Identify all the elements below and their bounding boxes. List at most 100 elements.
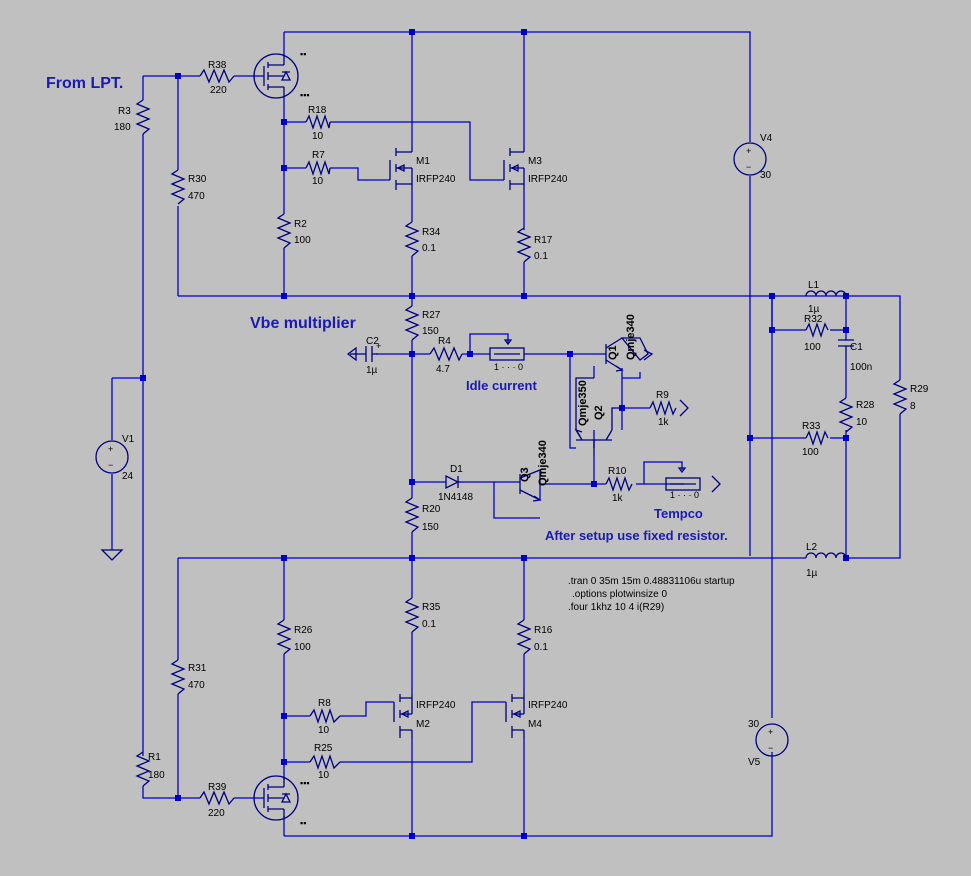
resistor-r17 xyxy=(516,227,532,263)
r35-name: R35 xyxy=(422,602,441,613)
r28-value: 10 xyxy=(856,417,868,428)
tempco-label: Tempco xyxy=(654,506,703,521)
r7-value: 10 xyxy=(312,176,324,187)
r30-name: R30 xyxy=(188,174,207,185)
r10-name: R10 xyxy=(608,466,627,477)
r31-value: 470 xyxy=(188,680,205,691)
mosfet-m4 xyxy=(505,694,525,738)
r4-value: 4.7 xyxy=(436,364,450,375)
q1-value: Qmje340 xyxy=(625,314,637,360)
resistor-r2 xyxy=(276,213,292,249)
resistor-r10 xyxy=(605,475,633,493)
bjts xyxy=(519,337,649,502)
r26-value: 100 xyxy=(294,642,311,653)
spice-tran: .tran 0 35m 15m 0.48831106u startup xyxy=(568,576,735,587)
c1-value: 100n xyxy=(850,362,872,373)
r17-name: R17 xyxy=(534,235,553,246)
m1-name: M1 xyxy=(416,156,430,167)
svg-text:+: + xyxy=(108,444,113,454)
r26-name: R26 xyxy=(294,625,313,636)
r3-value: 180 xyxy=(114,122,131,133)
idle-current-pot: 1 · · · 0 xyxy=(489,339,525,372)
m3-name: M3 xyxy=(528,156,542,167)
source-v4: + − xyxy=(733,142,767,176)
resistor-r28 xyxy=(838,397,854,433)
svg-text:+: + xyxy=(746,146,751,156)
switch-mosfet-bottom: ▪▪▪ ▪▪ xyxy=(253,775,310,828)
source-v5: + − xyxy=(755,723,789,757)
r10-value: 1k xyxy=(612,493,624,504)
resistor-r35 xyxy=(404,597,420,633)
r9-name: R9 xyxy=(656,390,669,401)
r33-name: R33 xyxy=(802,421,821,432)
resistor-r31 xyxy=(170,659,186,695)
v1-name: V1 xyxy=(122,434,135,445)
r16-name: R16 xyxy=(534,625,553,636)
inductor-l1 xyxy=(805,290,847,297)
m2-value: IRFP240 xyxy=(416,700,456,711)
r38-value: 220 xyxy=(210,85,227,96)
v5-value: 30 xyxy=(748,719,760,730)
mosfet-m2 xyxy=(393,694,413,738)
r35-value: 0.1 xyxy=(422,619,436,630)
r28-name: R28 xyxy=(856,400,875,411)
r4-name: R4 xyxy=(438,336,451,347)
m2-name: M2 xyxy=(416,719,430,730)
inductor-l2 xyxy=(805,552,847,559)
c2-value: 1µ xyxy=(366,365,378,376)
svg-text:▪▪: ▪▪ xyxy=(300,818,306,828)
q2-value: Qmje350 xyxy=(577,380,589,426)
l2-name: L2 xyxy=(806,542,818,553)
r2-value: 100 xyxy=(294,235,311,246)
mosfet-m1 xyxy=(389,148,413,190)
v1-value: 24 xyxy=(122,471,134,482)
r20-name: R20 xyxy=(422,504,441,515)
r34-name: R34 xyxy=(422,227,441,238)
spice-options: .options plotwinsize 0 xyxy=(572,589,667,600)
junctions xyxy=(140,29,849,839)
resistor-r29 xyxy=(892,379,908,415)
resistor-r16 xyxy=(516,619,532,655)
diode-d1 xyxy=(445,474,462,490)
q2-name: Q2 xyxy=(593,405,605,420)
spice-four: .four 1khz 10 4 i(R29) xyxy=(568,602,664,613)
capacitors: + xyxy=(346,339,854,362)
svg-text:−: − xyxy=(108,460,113,470)
resistor-r25 xyxy=(309,753,341,771)
svg-text:1 · · · 0: 1 · · · 0 xyxy=(494,362,523,372)
bjt-q1 xyxy=(605,337,649,372)
r39-value: 220 xyxy=(208,808,225,819)
q1-name: Q1 xyxy=(607,345,619,360)
inductors xyxy=(805,290,847,559)
r9-value: 1k xyxy=(658,417,670,428)
r20-value: 150 xyxy=(422,522,439,533)
c2-name: C2 xyxy=(366,336,379,347)
q3-name: Q3 xyxy=(519,467,531,482)
tempco-pot: 1 · · · 0 xyxy=(665,467,701,500)
resistor-r9 xyxy=(649,399,677,417)
capacitor-c1 xyxy=(838,339,854,360)
r32-name: R32 xyxy=(804,314,823,325)
r27-value: 150 xyxy=(422,326,439,337)
resistor-r8 xyxy=(309,707,341,725)
resistor-r33 xyxy=(805,429,829,447)
r32-value: 100 xyxy=(804,342,821,353)
q3-value: Qmje340 xyxy=(537,440,549,486)
capacitor-c2: + xyxy=(346,341,381,362)
m4-value: IRFP240 xyxy=(528,700,568,711)
r1-value: 180 xyxy=(148,770,165,781)
m3-value: IRFP240 xyxy=(528,174,568,185)
component-labels: R38 220 R3 180 R30 470 R18 10 R7 10 R2 1… xyxy=(114,60,929,819)
ground-icon xyxy=(100,549,124,561)
l1-value: 1µ xyxy=(808,304,820,315)
resistor-r32 xyxy=(805,321,829,339)
r8-value: 10 xyxy=(318,725,330,736)
resistor-r20 xyxy=(404,497,420,533)
resistor-r3 xyxy=(135,99,151,135)
source-v1: + − xyxy=(95,440,129,474)
r33-value: 100 xyxy=(802,447,819,458)
r16-value: 0.1 xyxy=(534,642,548,653)
idle-current-label: Idle current xyxy=(466,378,537,393)
resistor-r38 xyxy=(199,68,235,84)
